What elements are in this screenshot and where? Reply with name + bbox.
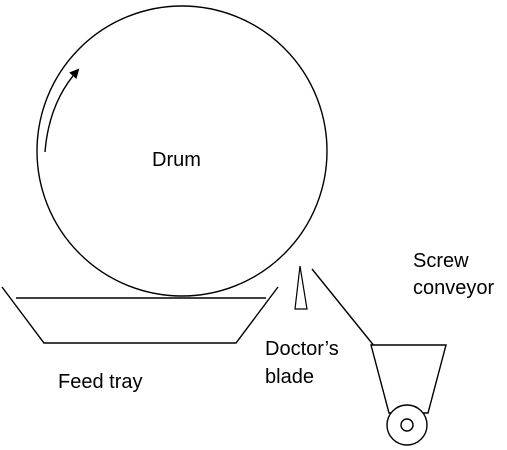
doctor-blade <box>294 265 308 310</box>
doctor-blade-label-line1: Doctor’s <box>265 338 339 360</box>
screw-conveyor <box>370 344 447 446</box>
feed-tray-label: Feed tray <box>58 371 142 393</box>
discharge-line <box>311 268 376 348</box>
curved-arrow-icon <box>44 68 80 153</box>
drum <box>36 5 328 297</box>
conveyor-hopper <box>370 344 447 414</box>
drum-label: Drum <box>152 149 201 171</box>
screw-conveyor-label-line2: conveyor <box>413 277 494 299</box>
screw-conveyor-label-line1: Screw <box>413 250 469 272</box>
feed-tray <box>1 286 279 344</box>
conveyor-screw-shaft <box>400 418 414 432</box>
doctor-blade-label-line2: blade <box>265 366 314 388</box>
feed-tray-outline <box>1 286 279 344</box>
